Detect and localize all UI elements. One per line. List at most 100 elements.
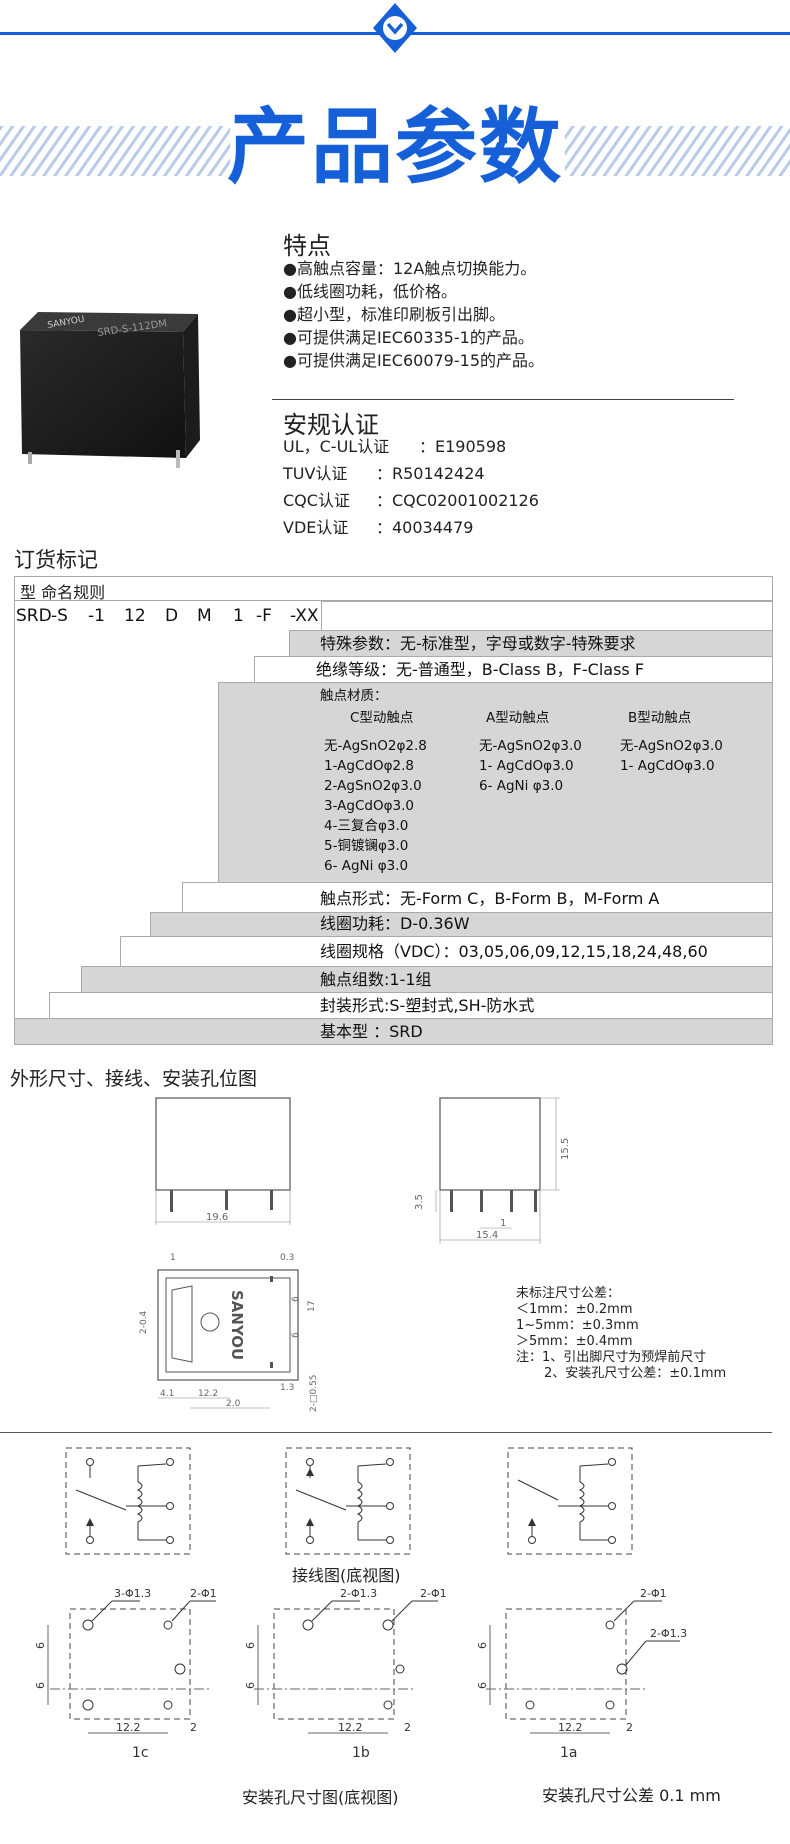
cert-label: VDE认证 bbox=[283, 518, 349, 537]
material-item: 1- AgCdOφ3.0 bbox=[620, 758, 715, 774]
hole-note: 2-Φ1 bbox=[420, 1587, 447, 1600]
feature-item: ●低线圈功耗，低价格。 bbox=[283, 282, 457, 301]
top-dim: 12.2 bbox=[198, 1389, 218, 1399]
row-package bbox=[49, 992, 773, 1019]
code-part: 12 bbox=[124, 606, 146, 626]
hole-fig-label: 1c bbox=[132, 1745, 149, 1760]
hole-fig-label: 1b bbox=[352, 1745, 370, 1760]
tolerance-note: 2、安装孔尺寸公差：±0.1mm bbox=[544, 1366, 727, 1381]
hole-dim: 6 bbox=[244, 1682, 257, 1689]
divider bbox=[272, 399, 734, 400]
top-dim: 6 bbox=[291, 1332, 301, 1338]
holes-1b: 2-Φ1.3 2-Φ1 6 6 12.2 2 bbox=[244, 1587, 447, 1734]
row-contact-groups-label: 触点组数:1-1组 bbox=[320, 970, 432, 989]
wiring-diagrams bbox=[65, 1447, 633, 1555]
hole-note: 2-Φ1 bbox=[190, 1587, 217, 1600]
feature-item: ●高触点容量：12A触点切换能力。 bbox=[283, 259, 537, 278]
material-item: 6- AgNi φ3.0 bbox=[324, 858, 409, 874]
hole-dim: 2 bbox=[626, 1721, 633, 1734]
material-item: 5-铜镀镧φ3.0 bbox=[324, 838, 409, 854]
top-dim: 2.0 bbox=[226, 1399, 241, 1409]
hole-dim: 2 bbox=[190, 1721, 197, 1734]
material-item: 6- AgNi φ3.0 bbox=[479, 778, 564, 794]
hole-dim: 12.2 bbox=[558, 1721, 583, 1734]
hole-dim: 12.2 bbox=[338, 1721, 363, 1734]
holes-caption-left: 安装孔尺寸图(底视图) bbox=[242, 1788, 399, 1807]
material-col-b: 无-AgSnO2φ3.0 1- AgCdOφ3.0 bbox=[620, 736, 723, 776]
top-dim: 4.1 bbox=[160, 1389, 174, 1399]
material-col-c: 无-AgSnO2φ2.8 1-AgCdOφ2.8 2-AgSnO2φ3.0 3-… bbox=[324, 736, 427, 876]
holes-caption-right: 安装孔尺寸公差 0.1 mm bbox=[542, 1786, 721, 1805]
material-title: 触点材质： bbox=[320, 688, 388, 704]
ordering-heading: 订货标记 bbox=[14, 548, 98, 572]
cert-value: ：40034479 bbox=[376, 518, 474, 537]
top-dim: 2-0.4 bbox=[139, 1310, 149, 1334]
relay-top-view-drawing: SANYOU 4.1 12.2 2.0 1.3 2-0.4 1 0.3 6 6 … bbox=[139, 1253, 319, 1412]
dimensions-heading: 外形尺寸、接线、安装孔位图 bbox=[10, 1068, 258, 1090]
hole-dim: 6 bbox=[476, 1642, 489, 1649]
tolerance-line: ＞5mm：±0.4mm bbox=[516, 1334, 633, 1349]
hole-dim: 6 bbox=[244, 1642, 257, 1649]
top-view-brand: SANYOU bbox=[228, 1290, 246, 1360]
hole-dim: 2 bbox=[404, 1721, 411, 1734]
code-part: 1 bbox=[233, 606, 244, 626]
tolerance-title: 未标注尺寸公差： bbox=[516, 1286, 621, 1301]
row-material bbox=[218, 682, 773, 883]
material-item: 4-三复合φ3.0 bbox=[324, 818, 409, 834]
hole-dim: 6 bbox=[34, 1682, 47, 1689]
dim-pin-length: 3.5 bbox=[414, 1194, 425, 1210]
row-insulation-label: 绝缘等级：无-普通型，B-Class B，F-Class F bbox=[316, 660, 645, 679]
code-part: D bbox=[165, 606, 179, 626]
row-contact-form-label: 触点形式：无-Form C，B-Form B，M-Form A bbox=[320, 889, 660, 908]
tolerance-notes: 未标注尺寸公差： ＜1mm：±0.2mm 1~5mm：±0.3mm ＞5mm：±… bbox=[516, 1286, 726, 1382]
top-dim: 1.3 bbox=[280, 1383, 294, 1393]
tolerance-note: 注：1、引出脚尺寸为预焊前尺寸 bbox=[516, 1350, 707, 1365]
material-col-header: C型动触点 bbox=[350, 710, 414, 726]
hole-note: 2-Φ1 bbox=[640, 1587, 667, 1600]
cert-label: CQC认证 bbox=[283, 491, 350, 510]
material-item: 无-AgSnO2φ3.0 bbox=[620, 738, 723, 754]
hole-note: 2-Φ1.3 bbox=[340, 1587, 377, 1600]
material-item: 2-AgSnO2φ3.0 bbox=[324, 778, 422, 794]
code-part: -XX bbox=[290, 606, 319, 626]
row-coil-spec-label: 线圈规格（VDC）：03,05,06,09,12,15,18,24,48,60 bbox=[320, 942, 708, 961]
hole-dim: 12.2 bbox=[116, 1721, 141, 1734]
mounting-hole-diagrams: 3-Φ1.3 2-Φ1 6 6 12.2 2 2-Φ1.3 2-Φ1 6 6 1… bbox=[34, 1587, 687, 1760]
top-dim: 0.3 bbox=[280, 1253, 294, 1263]
hole-dim: 6 bbox=[476, 1682, 489, 1689]
row-special bbox=[289, 630, 773, 657]
dim-front-width: 19.6 bbox=[206, 1212, 228, 1223]
chevron-badge-icon bbox=[373, 3, 417, 53]
features-list: ●高触点容量：12A触点切换能力。 ●低线圈功耗，低价格。 ●超小型，标准印刷板… bbox=[283, 257, 544, 372]
dim-side-width: 15.4 bbox=[476, 1230, 498, 1241]
material-item: 无-AgSnO2φ3.0 bbox=[479, 738, 582, 754]
row-base-type-label: 基本型 ：SRD bbox=[320, 1022, 423, 1041]
material-col-header: A型动触点 bbox=[486, 710, 550, 726]
naming-table-frame bbox=[14, 576, 773, 622]
material-item: 3-AgCdOφ3.0 bbox=[324, 798, 414, 814]
top-dim: 17 bbox=[307, 1301, 317, 1312]
cert-value: ：R50142424 bbox=[376, 464, 485, 483]
material-item: 1-AgCdOφ2.8 bbox=[324, 758, 414, 774]
feature-item: ●可提供满足IEC60079-15的产品。 bbox=[283, 351, 544, 370]
hole-note: 2-Φ1.3 bbox=[650, 1627, 687, 1640]
features-heading: 特点 bbox=[283, 232, 331, 260]
material-item: 1- AgCdOφ3.0 bbox=[479, 758, 574, 774]
material-col-header: B型动触点 bbox=[628, 710, 692, 726]
feature-item: ●可提供满足IEC60335-1的产品。 bbox=[283, 328, 534, 347]
row-coil-power-label: 线圈功耗：D-0.36W bbox=[320, 914, 470, 933]
wiring-1c bbox=[65, 1447, 191, 1555]
top-dim: 1 bbox=[170, 1253, 176, 1263]
holes-1a: 2-Φ1 2-Φ1.3 6 6 12.2 2 bbox=[476, 1587, 687, 1734]
row-package-label: 封装形式:S-塑封式,SH-防水式 bbox=[320, 996, 535, 1015]
code-part: -F bbox=[256, 606, 272, 626]
naming-table-title: 型 命名规则 bbox=[20, 583, 106, 602]
relay-outline-drawing: 19.6 15.5 3.5 15.4 1 bbox=[155, 1097, 571, 1244]
wiring-1b bbox=[285, 1447, 411, 1555]
code-part: -1 bbox=[88, 606, 105, 626]
hole-fig-label: 1a bbox=[560, 1745, 578, 1760]
top-dim: 6 bbox=[291, 1296, 301, 1302]
holes-1c: 3-Φ1.3 2-Φ1 6 6 12.2 2 bbox=[34, 1587, 217, 1734]
row-base-type bbox=[14, 1018, 773, 1045]
row-special-label: 特殊参数：无-标准型，字母或数字-特殊要求 bbox=[320, 634, 636, 653]
